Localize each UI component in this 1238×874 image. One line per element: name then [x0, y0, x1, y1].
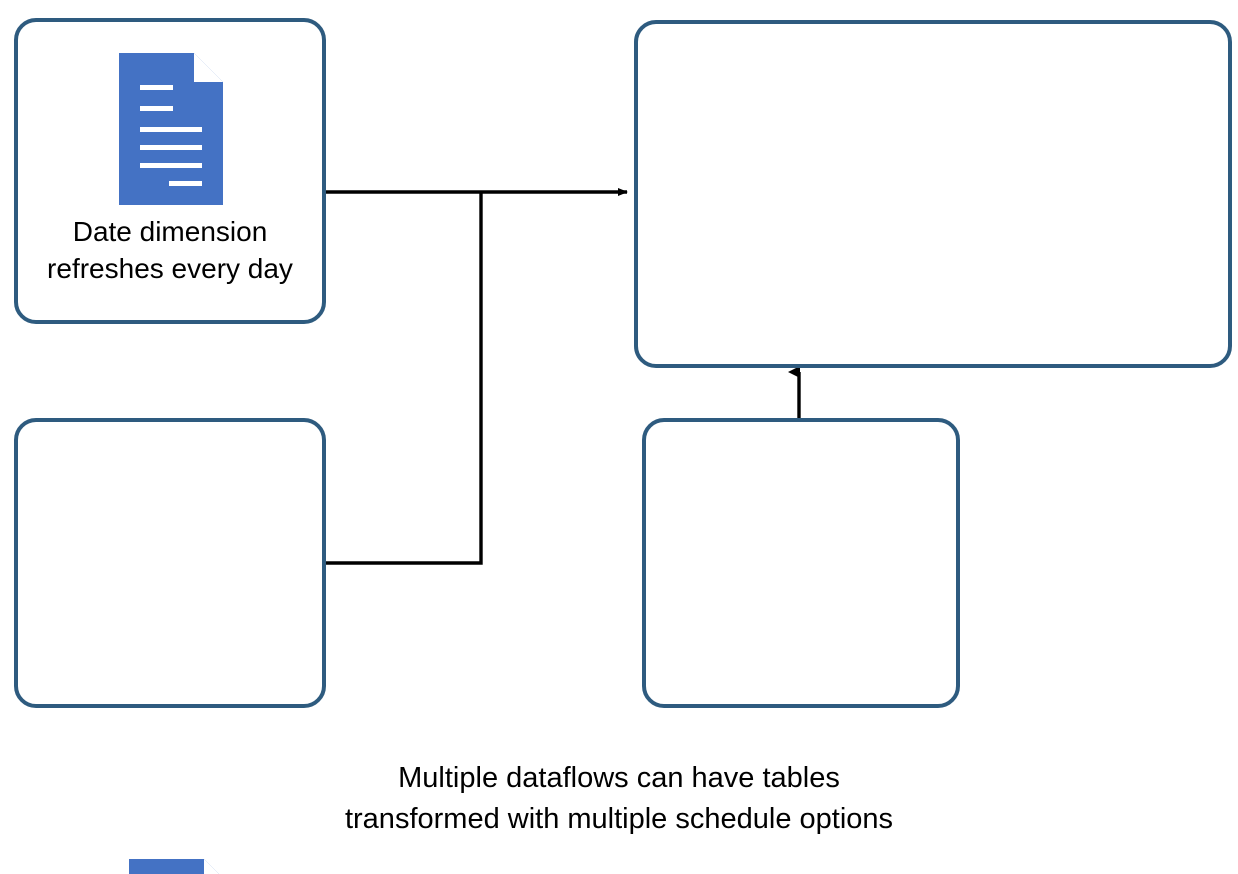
document-icon: [119, 53, 223, 205]
document-icon: [129, 859, 219, 874]
node-product-mapping[interactable]: Product mapping table refreshes every we…: [642, 418, 960, 708]
node-sales-pbix[interactable]: Sales.pbix file: [634, 20, 1232, 368]
connector-salestable-to-pbix: [326, 192, 483, 565]
diagram-caption: Multiple dataflows can have tables trans…: [344, 762, 894, 836]
node-label-date-dimension: Date dimension refreshes every day: [47, 216, 293, 284]
node-sales-table[interactable]: Sales table refreshes every 4 hours: [14, 418, 326, 874]
node-date-dimension[interactable]: Date dimension refreshes every day: [14, 18, 326, 324]
